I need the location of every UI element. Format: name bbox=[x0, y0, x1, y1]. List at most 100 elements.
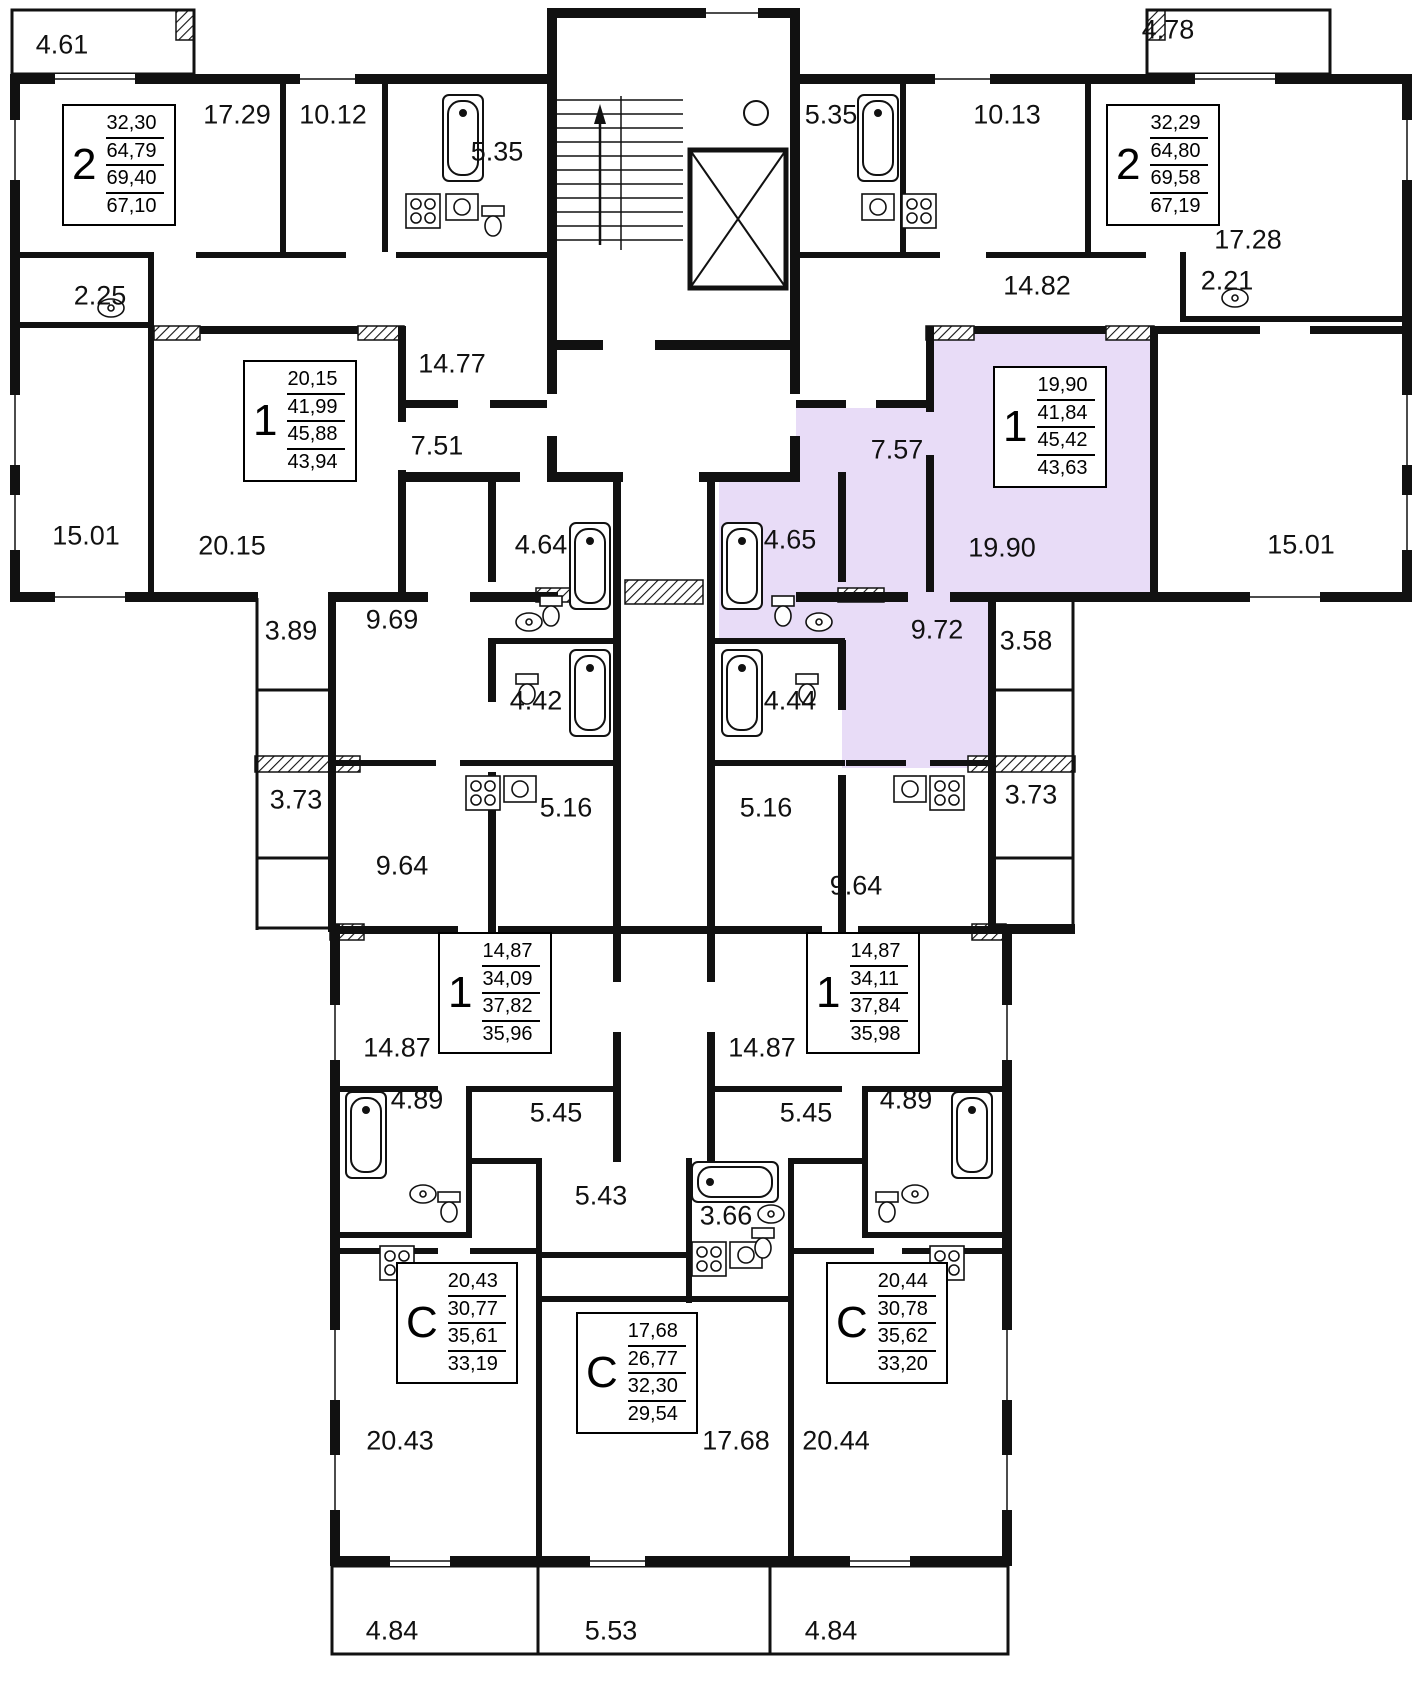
unit-area-value: 45,42 bbox=[1037, 428, 1096, 456]
unit-area-value: 26,77 bbox=[627, 1347, 686, 1375]
dimension-label: 5.43 bbox=[574, 1180, 628, 1211]
dimension-label: 14.87 bbox=[728, 1032, 796, 1063]
unit-area-value: 30,78 bbox=[877, 1297, 936, 1325]
toilet-icon bbox=[481, 205, 505, 237]
unit-area-value: 20,43 bbox=[447, 1269, 506, 1297]
washbasin-icon bbox=[409, 1184, 437, 1204]
unit-area-value: 20,44 bbox=[877, 1269, 936, 1297]
dimension-label: 17.68 bbox=[702, 1425, 770, 1456]
dimension-label: 4.64 bbox=[514, 529, 568, 560]
unit-area-value: 37,82 bbox=[482, 994, 541, 1022]
unit-area-value: 32,29 bbox=[1150, 111, 1209, 139]
dimension-label: 5.45 bbox=[529, 1097, 583, 1128]
unit-area-total: 35,96 bbox=[482, 1022, 533, 1045]
unit-type: 1 bbox=[448, 968, 473, 1018]
kitchen-sink-icon bbox=[861, 193, 895, 221]
dimension-label: 7.57 bbox=[870, 434, 924, 465]
dimension-label: 14.77 bbox=[418, 348, 486, 379]
dimension-label: 7.51 bbox=[410, 430, 464, 461]
unit-area-value: 35,61 bbox=[447, 1324, 506, 1352]
stove-icon bbox=[691, 1241, 727, 1277]
bathtub-icon bbox=[345, 1091, 387, 1179]
kitchen-sink-icon bbox=[503, 775, 537, 803]
dimension-label: 15.01 bbox=[52, 520, 120, 551]
unit-area-value: 32,30 bbox=[627, 1374, 686, 1402]
dimension-label: 3.73 bbox=[1004, 779, 1058, 810]
dimension-label: 3.73 bbox=[269, 784, 323, 815]
dimension-label: 5.45 bbox=[779, 1097, 833, 1128]
unit-area-value: 64,79 bbox=[106, 139, 165, 167]
unit-area-total: 33,20 bbox=[877, 1352, 928, 1375]
porthole-icon bbox=[743, 100, 769, 126]
unit-info-box: 2 32,30 64,79 69,40 67,10 bbox=[62, 104, 177, 227]
dimension-label: 17.29 bbox=[203, 99, 271, 130]
dimension-label: 15.01 bbox=[1267, 529, 1335, 560]
windows bbox=[10, 8, 1412, 1566]
unit-areas: 32,29 64,80 69,58 67,19 bbox=[1150, 111, 1209, 219]
unit-type: 1 bbox=[253, 396, 278, 446]
dimension-label: 4.84 bbox=[804, 1615, 858, 1646]
dimension-label: 5.35 bbox=[470, 136, 524, 167]
unit-area-value: 34,09 bbox=[482, 967, 541, 995]
unit-info-box: C 17,68 26,77 32,30 29,54 bbox=[576, 1312, 698, 1435]
bathtub-icon bbox=[691, 1161, 779, 1203]
unit-area-value: 41,84 bbox=[1037, 401, 1096, 429]
unit-area-value: 35,62 bbox=[877, 1324, 936, 1352]
unit-areas: 20,15 41,99 45,88 43,94 bbox=[287, 367, 346, 475]
stove-icon bbox=[901, 193, 937, 229]
toilet-icon bbox=[875, 1191, 899, 1223]
dimension-label: 9.64 bbox=[375, 850, 429, 881]
unit-area-total: 67,10 bbox=[106, 194, 157, 217]
dimension-label: 14.87 bbox=[363, 1032, 431, 1063]
dimension-label: 5.16 bbox=[739, 792, 793, 823]
unit-info-box: 1 14,87 34,09 37,82 35,96 bbox=[438, 932, 553, 1055]
unit-area-value: 69,58 bbox=[1150, 166, 1209, 194]
dimension-label: 3.89 bbox=[264, 615, 318, 646]
unit-area-total: 33,19 bbox=[447, 1352, 498, 1375]
dimension-label: 9.64 bbox=[829, 870, 883, 901]
unit-area-total: 43,63 bbox=[1037, 456, 1088, 479]
unit-area-value: 64,80 bbox=[1150, 139, 1209, 167]
unit-areas: 14,87 34,11 37,84 35,98 bbox=[850, 939, 909, 1047]
unit-area-value: 30,77 bbox=[447, 1297, 506, 1325]
unit-area-value: 32,30 bbox=[106, 111, 165, 139]
unit-areas: 19,90 41,84 45,42 43,63 bbox=[1037, 373, 1096, 481]
unit-area-total: 67,19 bbox=[1150, 194, 1201, 217]
washbasin-icon bbox=[515, 612, 543, 632]
dimension-label: 10.12 bbox=[299, 99, 367, 130]
dimension-label: 9.69 bbox=[365, 604, 419, 635]
bathtub-icon bbox=[721, 522, 763, 610]
unit-type: C bbox=[406, 1298, 438, 1348]
toilet-icon bbox=[437, 1191, 461, 1223]
toilet-icon bbox=[539, 595, 563, 627]
bathtub-icon bbox=[857, 94, 899, 182]
unit-areas: 20,43 30,77 35,61 33,19 bbox=[447, 1269, 506, 1377]
unit-area-value: 69,40 bbox=[106, 166, 165, 194]
elevator-icon bbox=[687, 100, 789, 291]
unit-type: 1 bbox=[1003, 402, 1028, 452]
dimension-label: 4.61 bbox=[35, 29, 89, 60]
unit-info-box: 1 20,15 41,99 45,88 43,94 bbox=[243, 360, 358, 483]
staircase-icon bbox=[557, 96, 683, 250]
unit-type: 1 bbox=[816, 968, 841, 1018]
washbasin-icon bbox=[757, 1204, 785, 1224]
bathtub-icon bbox=[569, 522, 611, 610]
bathtub-icon bbox=[569, 649, 611, 737]
dimension-label: 4.65 bbox=[763, 524, 817, 555]
unit-area-value: 45,88 bbox=[287, 422, 346, 450]
unit-info-box: 1 14,87 34,11 37,84 35,98 bbox=[806, 932, 921, 1055]
unit-area-total: 29,54 bbox=[627, 1402, 678, 1425]
washbasin-icon bbox=[805, 612, 833, 632]
dimension-label: 17.28 bbox=[1214, 224, 1282, 255]
dimension-label: 19.90 bbox=[968, 532, 1036, 563]
dimension-label: 2.25 bbox=[73, 280, 127, 311]
unit-areas: 17,68 26,77 32,30 29,54 bbox=[627, 1319, 686, 1427]
unit-info-box: 1 19,90 41,84 45,42 43,63 bbox=[993, 366, 1108, 489]
dimension-label: 2.21 bbox=[1200, 265, 1254, 296]
balcony-outlines bbox=[10, 8, 1332, 1656]
unit-area-value: 20,15 bbox=[287, 367, 346, 395]
dimension-label: 20.44 bbox=[802, 1425, 870, 1456]
unit-area-value: 37,84 bbox=[850, 994, 909, 1022]
unit-area-total: 35,98 bbox=[850, 1022, 901, 1045]
unit-area-value: 17,68 bbox=[627, 1319, 686, 1347]
